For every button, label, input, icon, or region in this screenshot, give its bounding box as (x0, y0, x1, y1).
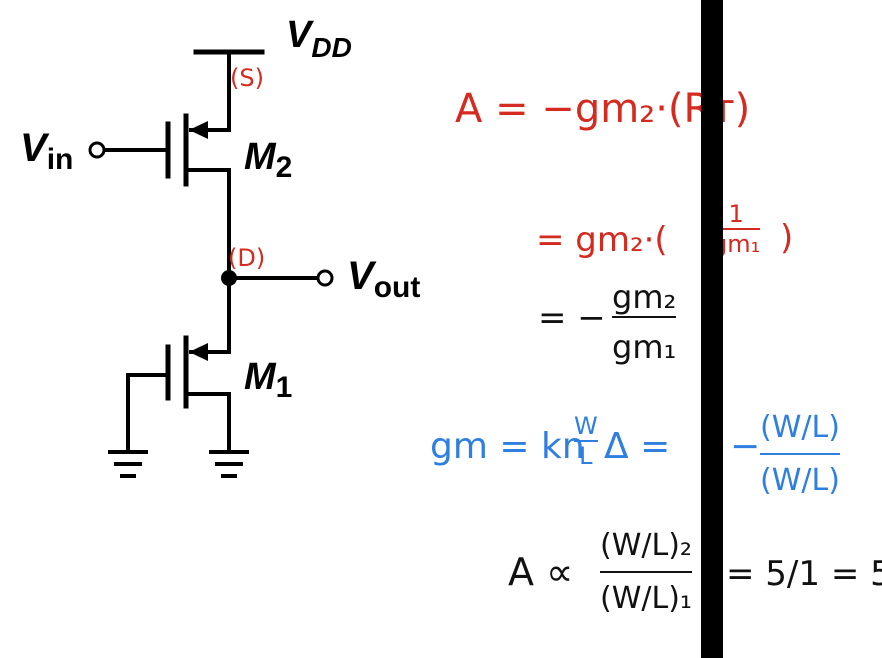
eq4-ratio-fraction: (W/L) (W/L) (760, 410, 840, 498)
vin-terminal (88, 141, 106, 159)
eq4-wl-fraction: W L (574, 412, 598, 470)
equation-line-4: gm = kn W L Δ = − (W/L) (W/L) (430, 410, 870, 540)
equation-line-2: = gm₂·( 1 gm₁ ) (536, 200, 816, 280)
equation-line-3: = − gm₂ gm₁ (538, 278, 708, 388)
vin-label: Vin (20, 126, 73, 176)
m1-sub: 1 (275, 371, 293, 404)
eq4-wl-bar (574, 440, 598, 442)
eq4-prefix: gm = kn (430, 426, 585, 467)
eq4-ratio-num: (W/L) (760, 410, 840, 445)
eq2-prefix: = gm₂·( (536, 220, 668, 260)
ground-left-icon (108, 450, 148, 478)
eq3-bar (612, 316, 677, 318)
vout-terminal (316, 269, 334, 287)
vdd-main: V (286, 14, 312, 56)
equation-line-5: A ∝ (W/L)₂ (W/L)₁ = 5/1 = 5 (508, 528, 882, 648)
eq5-suffix: = 5/1 = 5 (726, 554, 882, 594)
vin-sub: in (46, 143, 74, 176)
eq5-bar (600, 571, 692, 573)
m2-label: M2 (244, 136, 292, 184)
m2-arrow-icon (189, 121, 208, 139)
eq2-num: 1 (728, 200, 744, 228)
eq5-prefix: A ∝ (508, 550, 574, 594)
eq4-ratio-bar (760, 453, 840, 455)
source-annotation: (S) (230, 64, 264, 92)
m1-label: M1 (244, 356, 292, 404)
m1-main: M (244, 356, 276, 398)
drain-annotation: (D) (228, 244, 266, 272)
eq4-minus: − (730, 426, 761, 467)
eq2-suffix: ) (780, 218, 794, 258)
eq4-wl-num: W (574, 412, 598, 440)
eq5-num: (W/L)₂ (600, 528, 692, 563)
eq4-wl-den: L (579, 442, 593, 470)
eq3-num: gm₂ (612, 278, 677, 316)
m2-main: M (244, 136, 276, 178)
eq2-bar (712, 228, 761, 230)
vout-main: V (347, 254, 374, 298)
m2-sub: 2 (275, 151, 293, 184)
eq3-den: gm₁ (612, 328, 677, 366)
vdd-label: VDD (286, 14, 352, 63)
eq3-fraction: gm₂ gm₁ (612, 278, 677, 366)
eq5-fraction: (W/L)₂ (W/L)₁ (600, 528, 692, 616)
eq4-mid: Δ = (604, 426, 671, 467)
vertical-divider-bar (701, 0, 723, 658)
vout-sub: out (373, 271, 421, 304)
eq3-prefix: = − (538, 298, 606, 338)
eq5-den: (W/L)₁ (600, 581, 692, 616)
vout-label: Vout (347, 254, 420, 304)
ground-right-icon (209, 450, 249, 478)
eq4-ratio-den: (W/L) (760, 463, 840, 498)
m1-arrow-icon (189, 343, 208, 361)
output-node-dot (221, 270, 237, 286)
vin-main: V (20, 126, 47, 170)
vdd-sub: DD (311, 32, 352, 63)
